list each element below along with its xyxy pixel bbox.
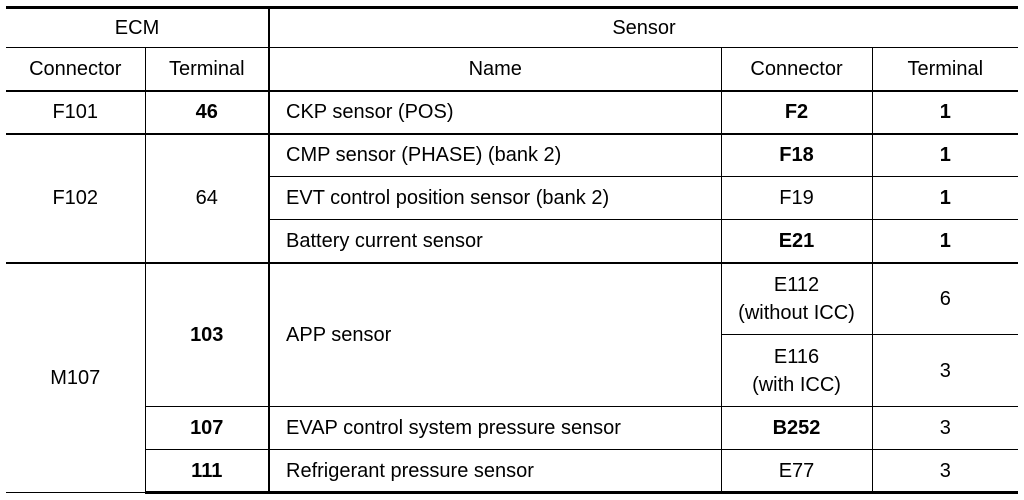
- table-row: 107 EVAP control system pressure sensor …: [6, 406, 1019, 450]
- sensor-name-cell: EVAP control system pressure sensor: [268, 406, 722, 450]
- connector-code: E116: [773, 345, 820, 368]
- connector-note: (without ICC): [738, 301, 855, 324]
- ecm-connector-cell: F102: [6, 133, 146, 264]
- ecm-terminal-cell: 64: [144, 133, 271, 264]
- sensor-connector-cell: E77: [720, 449, 873, 494]
- sensor-terminal-cell: 1: [871, 176, 1019, 220]
- sensor-terminal-cell: 3: [871, 334, 1019, 407]
- ecm-group-header: ECM: [6, 6, 271, 48]
- ecm-sensor-table: ECM Sensor Connector Terminal Name Conne…: [6, 6, 1019, 494]
- sensor-terminal-cell: 1: [871, 133, 1019, 177]
- header-row-columns: Connector Terminal Name Connector Termin…: [6, 47, 1019, 92]
- sensor-connector-cell: F19: [720, 176, 873, 220]
- sensor-terminal-cell: 1: [871, 219, 1019, 264]
- sensor-name-cell: CMP sensor (PHASE) (bank 2): [268, 133, 722, 177]
- sensor-connector-cell: E112 (without ICC): [720, 262, 873, 335]
- table-row: 111 Refrigerant pressure sensor E77 3: [6, 449, 1019, 494]
- sensor-terminal-cell: 1: [871, 90, 1019, 135]
- sensor-name-header: Name: [268, 47, 722, 92]
- ecm-terminal-cell: 103: [144, 262, 271, 407]
- sensor-name-cell: Battery current sensor: [268, 219, 722, 264]
- sensor-connector-cell: F2: [720, 90, 873, 135]
- wiring-table-container: ECM Sensor Connector Terminal Name Conne…: [6, 6, 1019, 494]
- sensor-name-cell: APP sensor: [268, 262, 722, 407]
- ecm-terminal-cell: 107: [144, 406, 271, 450]
- connector-code: E112: [773, 273, 820, 296]
- sensor-terminal-cell: 3: [871, 406, 1019, 450]
- sensor-name-cell: EVT control position sensor (bank 2): [268, 176, 722, 220]
- sensor-connector-cell: B252: [720, 406, 873, 450]
- sensor-connector-cell: E21: [720, 219, 873, 264]
- table-row: Battery current sensor E21 1: [6, 219, 1019, 264]
- ecm-terminal-header: Terminal: [144, 47, 271, 92]
- ecm-terminal-cell: 46: [144, 90, 271, 135]
- table-row: F102 64 CMP sensor (PHASE) (bank 2) F18 …: [6, 133, 1019, 264]
- sensor-group-header: Sensor: [268, 6, 1019, 48]
- ecm-connector-cell: M107: [6, 262, 146, 493]
- sensor-name-cell: CKP sensor (POS): [268, 90, 722, 135]
- table-row: F101 46 CKP sensor (POS) F2 1: [6, 90, 1019, 135]
- ecm-connector-cell: F101: [6, 90, 146, 135]
- sensor-name-cell: Refrigerant pressure sensor: [268, 449, 722, 494]
- header-row-groups: ECM Sensor: [6, 6, 1019, 48]
- ecm-terminal-cell: 111: [144, 449, 271, 494]
- sensor-terminal-cell: 6: [871, 262, 1019, 335]
- connector-note: (with ICC): [752, 373, 841, 396]
- sensor-terminal-cell: 3: [871, 449, 1019, 494]
- sensor-connector-cell: E116 (with ICC): [720, 334, 873, 407]
- ecm-connector-header: Connector: [6, 47, 146, 92]
- table-row: M107 103 APP sensor E112 (without ICC) 6: [6, 262, 1019, 493]
- sensor-connector-cell: F18: [720, 133, 873, 177]
- sensor-connector-header: Connector: [720, 47, 873, 92]
- sensor-terminal-header: Terminal: [871, 47, 1019, 92]
